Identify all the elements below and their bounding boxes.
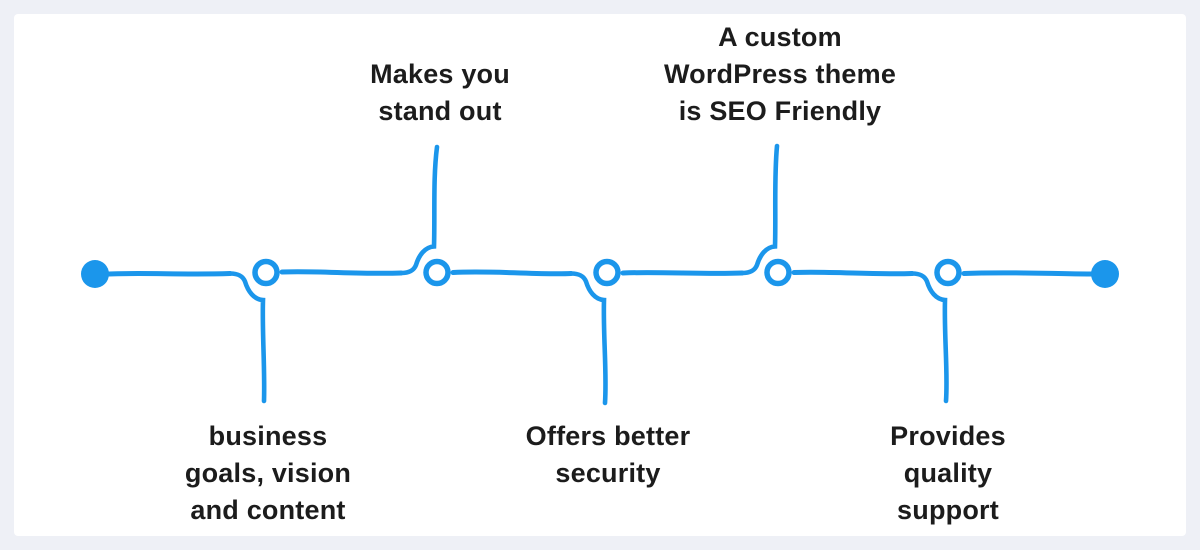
connector-node-5-down xyxy=(909,271,949,404)
connector-node-2-up xyxy=(398,144,440,276)
timeline-node-5-circle xyxy=(934,258,962,287)
connector-node-1-down xyxy=(227,271,267,404)
timeline-segment xyxy=(450,269,574,277)
timeline-node-2-label: Makes you stand out xyxy=(370,59,510,126)
timeline-node-3-label: Offers better security xyxy=(525,421,691,488)
timeline-node-5-label: Provides quality support xyxy=(890,421,1006,525)
timeline-segment xyxy=(106,271,233,277)
timeline-node-3-circle xyxy=(593,258,621,287)
timeline-segment xyxy=(791,269,915,277)
connector-node-3-down xyxy=(568,271,608,406)
timeline-node-4-label: A custom WordPress theme is SEO Friendly xyxy=(663,22,897,126)
timeline-node-1-circle xyxy=(252,258,280,287)
timeline-segment xyxy=(961,270,1094,277)
connector-node-4-up xyxy=(739,143,780,276)
timeline-node-4-circle xyxy=(764,258,792,287)
timeline-start-dot xyxy=(81,260,109,288)
timeline-segment xyxy=(279,269,404,276)
timeline-node-2-circle xyxy=(423,258,451,287)
timeline-end-dot xyxy=(1091,260,1119,288)
timeline-node-1-label: business goals, vision and content xyxy=(184,421,352,525)
timeline-segment xyxy=(620,270,745,276)
